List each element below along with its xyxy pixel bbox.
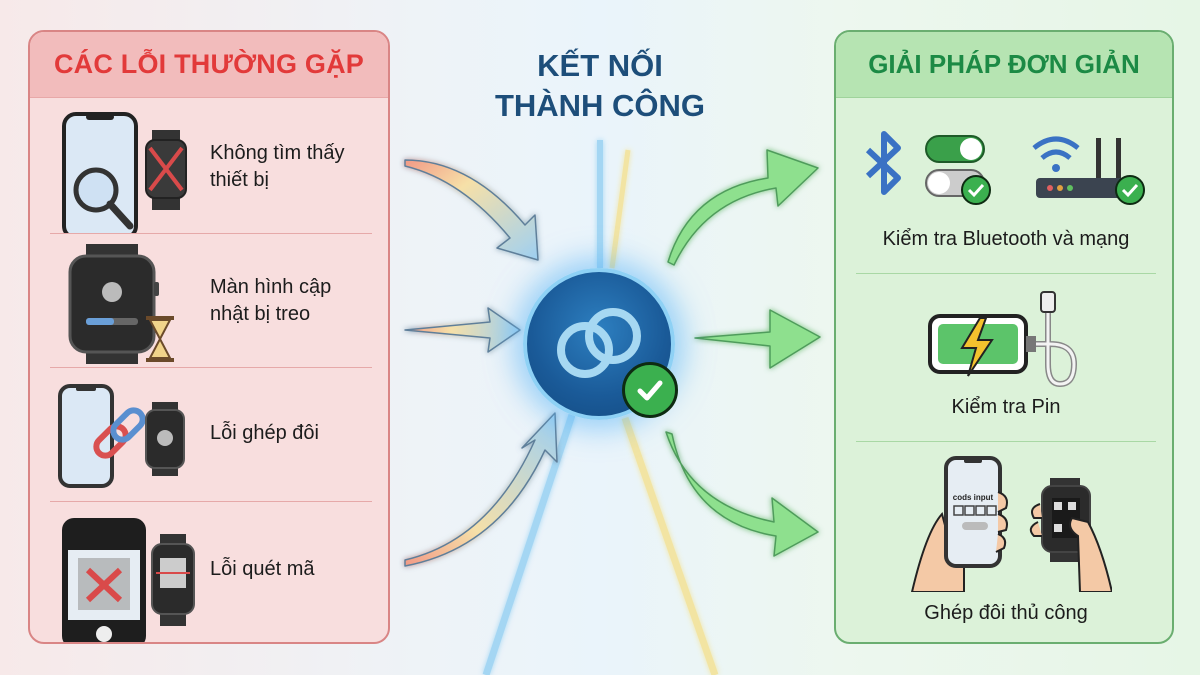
divider bbox=[50, 233, 372, 234]
simple-solutions-header: GIẢI PHÁP ĐƠN GIẢN bbox=[836, 32, 1172, 98]
phone-screen-text: cods input bbox=[953, 493, 994, 502]
center-title: KẾT NỐI THÀNH CÔNG bbox=[470, 46, 730, 126]
error-label-line2: thiết bị bbox=[210, 169, 269, 191]
error-label-line1: Màn hình cập bbox=[210, 276, 332, 298]
error-item-device-not-found: Không tìm thấy thiết bị bbox=[30, 102, 388, 234]
center-title-line1: KẾT NỐI bbox=[537, 48, 663, 83]
battery-charging-icon bbox=[928, 291, 1078, 388]
phone-search-watch-x-icon bbox=[62, 112, 187, 234]
error-label-line1: Lỗi quét mã bbox=[210, 558, 315, 580]
linked-rings-icon bbox=[557, 308, 641, 378]
error-label-line2: nhật bị treo bbox=[210, 303, 311, 325]
error-item-pairing-failed: Lỗi ghép đôi bbox=[30, 370, 388, 502]
watch-update-hourglass-icon bbox=[68, 244, 174, 364]
center-title-line2: THÀNH CÔNG bbox=[494, 88, 706, 123]
divider bbox=[50, 501, 372, 502]
simple-solutions-title: GIẢI PHÁP ĐƠN GIẢN bbox=[868, 49, 1140, 79]
common-errors-title: CÁC LỖI THƯỜNG GẶP bbox=[53, 49, 365, 79]
error-item-update-stuck: Màn hình cập nhật bị treo bbox=[30, 236, 388, 368]
common-errors-header: CÁC LỖI THƯỜNG GẶP bbox=[30, 32, 388, 98]
solution-label: Kiểm tra Pin bbox=[951, 396, 1061, 418]
check-circle-icon bbox=[622, 362, 678, 418]
manual-pairing-icon: cods input bbox=[910, 456, 1112, 592]
common-errors-panel: CÁC LỖI THƯỜNG GẶP Không tìm thấy thiết … bbox=[28, 30, 390, 644]
bluetooth-toggle-router-icon bbox=[865, 131, 1145, 205]
simple-solutions-panel: GIẢI PHÁP ĐƠN GIẢN Kiểm tra Bluetooth và… bbox=[834, 30, 1174, 644]
solution-item-manual-pairing: cods input Ghép đôi thủ công bbox=[836, 442, 1172, 642]
error-label-line1: Không tìm thấy bbox=[210, 142, 345, 164]
solution-label: Kiểm tra Bluetooth và mạng bbox=[882, 228, 1130, 250]
divider bbox=[50, 367, 372, 368]
qr-scan-error-icon bbox=[62, 518, 195, 642]
broken-link-icon bbox=[58, 384, 185, 488]
solution-item-battery: Kiểm tra Pin bbox=[836, 274, 1172, 442]
error-item-scan-failed: Lỗi quét mã bbox=[30, 504, 388, 642]
solution-item-bluetooth-network: Kiểm tra Bluetooth và mạng bbox=[836, 102, 1172, 274]
divider bbox=[856, 273, 1156, 274]
divider bbox=[856, 441, 1156, 442]
error-label-line1: Lỗi ghép đôi bbox=[210, 422, 319, 444]
solution-label: Ghép đôi thủ công bbox=[924, 602, 1088, 624]
